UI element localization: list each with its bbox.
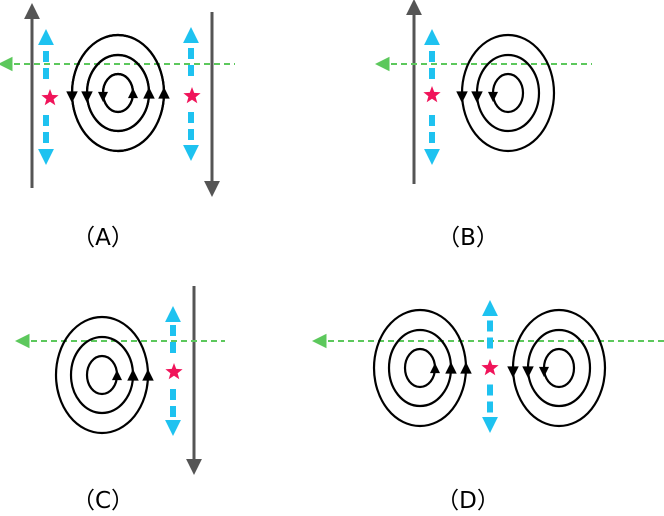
dashed-line-arrowhead — [15, 333, 30, 349]
vortex-ring — [403, 347, 437, 389]
dashed-line-arrowhead — [0, 56, 13, 72]
motion-arrowhead-up — [424, 29, 440, 45]
field-line-arrowhead — [24, 3, 40, 19]
vortex-arrowhead — [487, 91, 499, 102]
motion-arrowhead-down — [165, 420, 181, 436]
motion-arrowhead-up — [482, 300, 498, 316]
vortex-ring — [101, 72, 135, 114]
vortex-arrowhead — [111, 370, 123, 381]
motion-arrowhead-down — [38, 149, 54, 165]
caption-a: （A） — [72, 225, 134, 251]
motion-arrowhead-up — [165, 306, 181, 322]
motion-arrowhead-up — [183, 27, 199, 43]
field-line-arrowhead — [204, 181, 220, 197]
motion-arrowhead-down — [183, 145, 199, 161]
caption-c: （C） — [71, 488, 135, 514]
vortex-arrowhead — [97, 91, 109, 102]
star-marker — [481, 359, 499, 376]
vortex-arrowhead — [507, 366, 519, 378]
vortex-ring — [542, 347, 576, 389]
dashed-line-arrowhead — [312, 333, 327, 349]
vortex-arrowhead — [81, 91, 93, 103]
star-marker — [183, 87, 201, 104]
star-marker — [423, 86, 441, 103]
vortex-ring — [85, 354, 119, 396]
dashed-line-arrowhead — [375, 56, 390, 72]
vortex-arrowhead — [538, 366, 550, 377]
motion-arrowhead-down — [424, 149, 440, 165]
vortex-arrowhead — [460, 362, 472, 374]
star-marker — [41, 89, 59, 106]
vortex-arrowhead — [445, 362, 457, 374]
motion-arrowhead-up — [38, 29, 54, 45]
vortex-ring — [491, 72, 525, 114]
vortex-arrowhead — [66, 91, 78, 103]
vortex-ring — [69, 335, 135, 415]
vortex-arrowhead — [127, 369, 139, 381]
vortex-arrowhead — [429, 363, 441, 374]
caption-b: （B） — [437, 225, 499, 251]
vortex-arrowhead — [456, 91, 468, 103]
motion-arrowhead-down — [482, 417, 498, 433]
vortex-arrowhead — [142, 369, 154, 381]
caption-d: （D） — [436, 488, 500, 514]
vortex-arrowhead — [522, 366, 534, 378]
vortex-ring — [85, 53, 151, 133]
field-line-arrowhead — [186, 459, 202, 475]
vortex-ring — [475, 53, 541, 133]
vortex-arrowhead — [471, 91, 483, 103]
star-marker — [165, 363, 183, 380]
field-line-arrowhead — [406, 0, 422, 15]
